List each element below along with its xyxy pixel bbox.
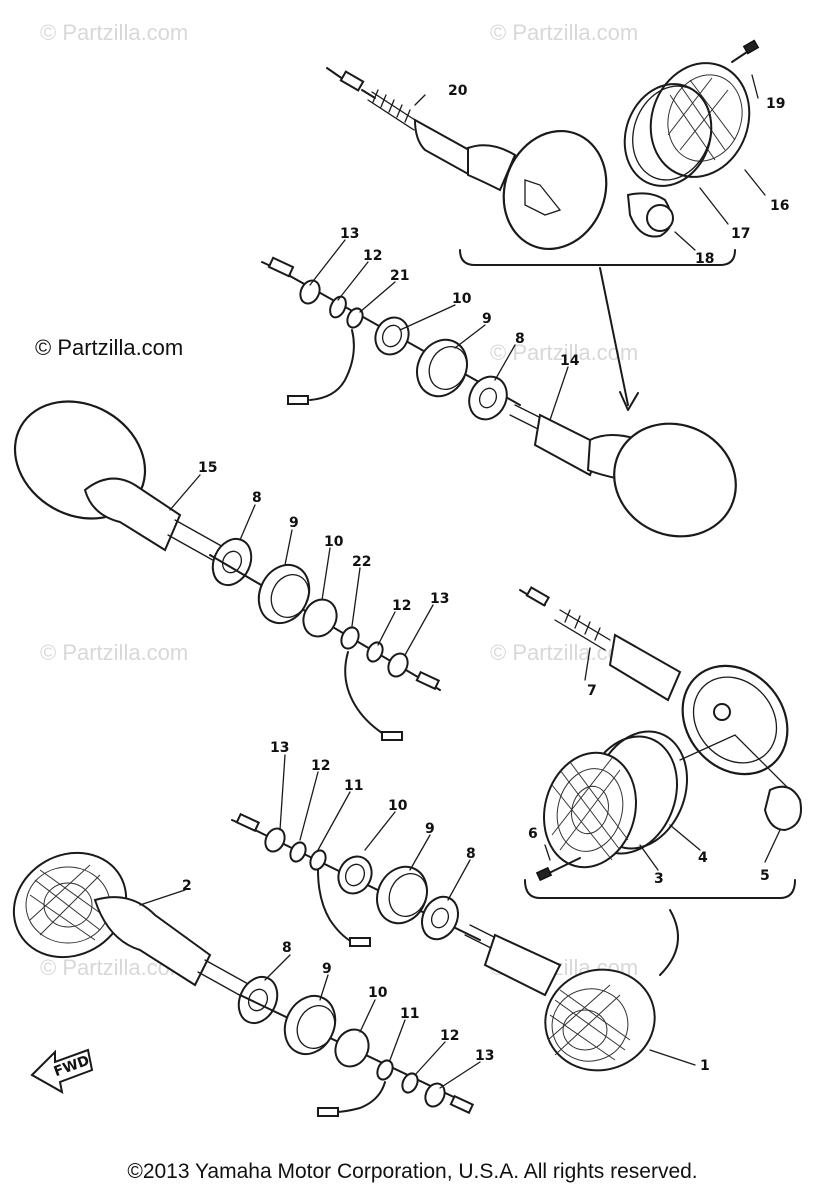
callout-10-d: 10 <box>368 985 388 1001</box>
callout-16: 16 <box>770 198 789 214</box>
callout-3: 3 <box>654 871 664 887</box>
callout-21: 21 <box>390 268 409 284</box>
callout-numbers: 20 19 16 17 18 13 12 21 10 9 8 14 15 8 9… <box>182 83 789 1074</box>
callout-12-d: 12 <box>440 1028 459 1044</box>
callout-11-d: 11 <box>400 1006 419 1022</box>
callout-7: 7 <box>587 683 597 699</box>
callout-9-d: 9 <box>322 961 332 977</box>
callout-2: 2 <box>182 878 192 894</box>
watermark-mid-left: © Partzilla.com <box>40 640 188 665</box>
callout-6: 6 <box>528 826 538 842</box>
callout-13-d: 13 <box>475 1048 494 1064</box>
callout-13-c: 13 <box>270 740 289 756</box>
copyright-notice: ©2013 Yamaha Motor Corporation, U.S.A. A… <box>127 1160 698 1183</box>
callout-19: 19 <box>766 96 785 112</box>
callout-8-a: 8 <box>515 331 525 347</box>
callout-17: 17 <box>731 226 750 242</box>
watermark-top-right: © Partzilla.com <box>490 20 638 45</box>
callout-13-a: 13 <box>340 226 359 242</box>
watermark-top-left: © Partzilla.com <box>40 20 188 45</box>
callout-13-b: 13 <box>430 591 449 607</box>
callout-9-b: 9 <box>289 515 299 531</box>
callout-18: 18 <box>695 251 714 267</box>
callout-11-c: 11 <box>344 778 363 794</box>
callout-10-c: 10 <box>388 798 408 814</box>
callout-22: 22 <box>352 554 371 570</box>
leader-lines <box>139 74 781 1089</box>
bottom-left-assembly <box>12 851 475 1117</box>
top-signal-assembly <box>326 39 760 411</box>
callout-1: 1 <box>700 1058 710 1074</box>
watermark-visible: © Partzilla.com <box>35 335 183 360</box>
callout-12-a: 12 <box>363 248 382 264</box>
callout-14: 14 <box>560 353 580 369</box>
callout-8-d: 8 <box>282 940 292 956</box>
callout-4: 4 <box>698 850 708 866</box>
callout-12-b: 12 <box>392 598 411 614</box>
third-row-assembly <box>13 400 441 741</box>
callout-15: 15 <box>198 460 217 476</box>
fwd-arrow: FWD <box>30 1048 94 1094</box>
callout-8-b: 8 <box>252 490 262 506</box>
callout-9-a: 9 <box>482 311 492 327</box>
callout-5: 5 <box>760 868 770 884</box>
watermark-mid-right: © Partzilla.com <box>490 340 638 365</box>
second-row-assembly <box>261 256 737 538</box>
callout-10-b: 10 <box>324 534 344 550</box>
callout-10-a: 10 <box>452 291 472 307</box>
callout-20: 20 <box>448 83 468 99</box>
callout-8-c: 8 <box>466 846 476 862</box>
right-middle-assembly <box>519 586 802 976</box>
callout-9-c: 9 <box>425 821 435 837</box>
callout-12-c: 12 <box>311 758 330 774</box>
